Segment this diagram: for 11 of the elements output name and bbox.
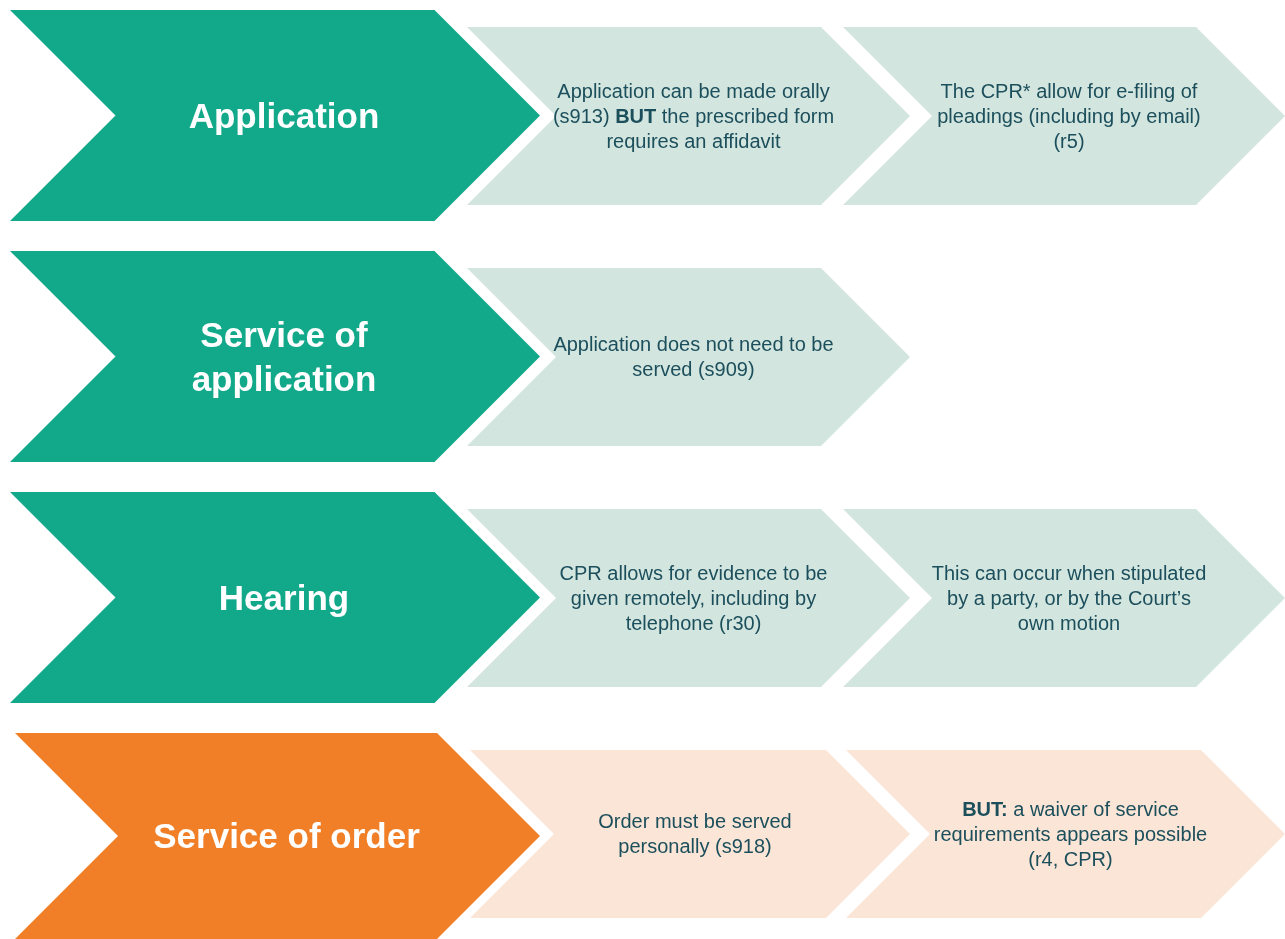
step-note: The CPR* allow for e-filing of pleadings (including by email) (r5) [936,78,1202,154]
step-note: Application can be made orally (s913) BUT the prescribed form requires an affidavit [552,78,835,154]
step-note: This can occur when stipulated by a party, or by the Court’s own motion [930,560,1208,636]
step-title: Application [188,94,380,137]
step-note: Order must be served personally (s918) [597,809,793,859]
step-note: Application does not need to be served (s909) [552,332,835,382]
step-title: Service of application [190,313,378,400]
step-title: Service of order [153,815,420,858]
step-note: CPR allows for evidence to be given remotely, including by telephone (r30) [558,560,829,636]
step-note: BUT: a waiver of service requirements appears possible (r4, CPR) [932,796,1209,872]
step-title: Hearing [218,576,350,619]
